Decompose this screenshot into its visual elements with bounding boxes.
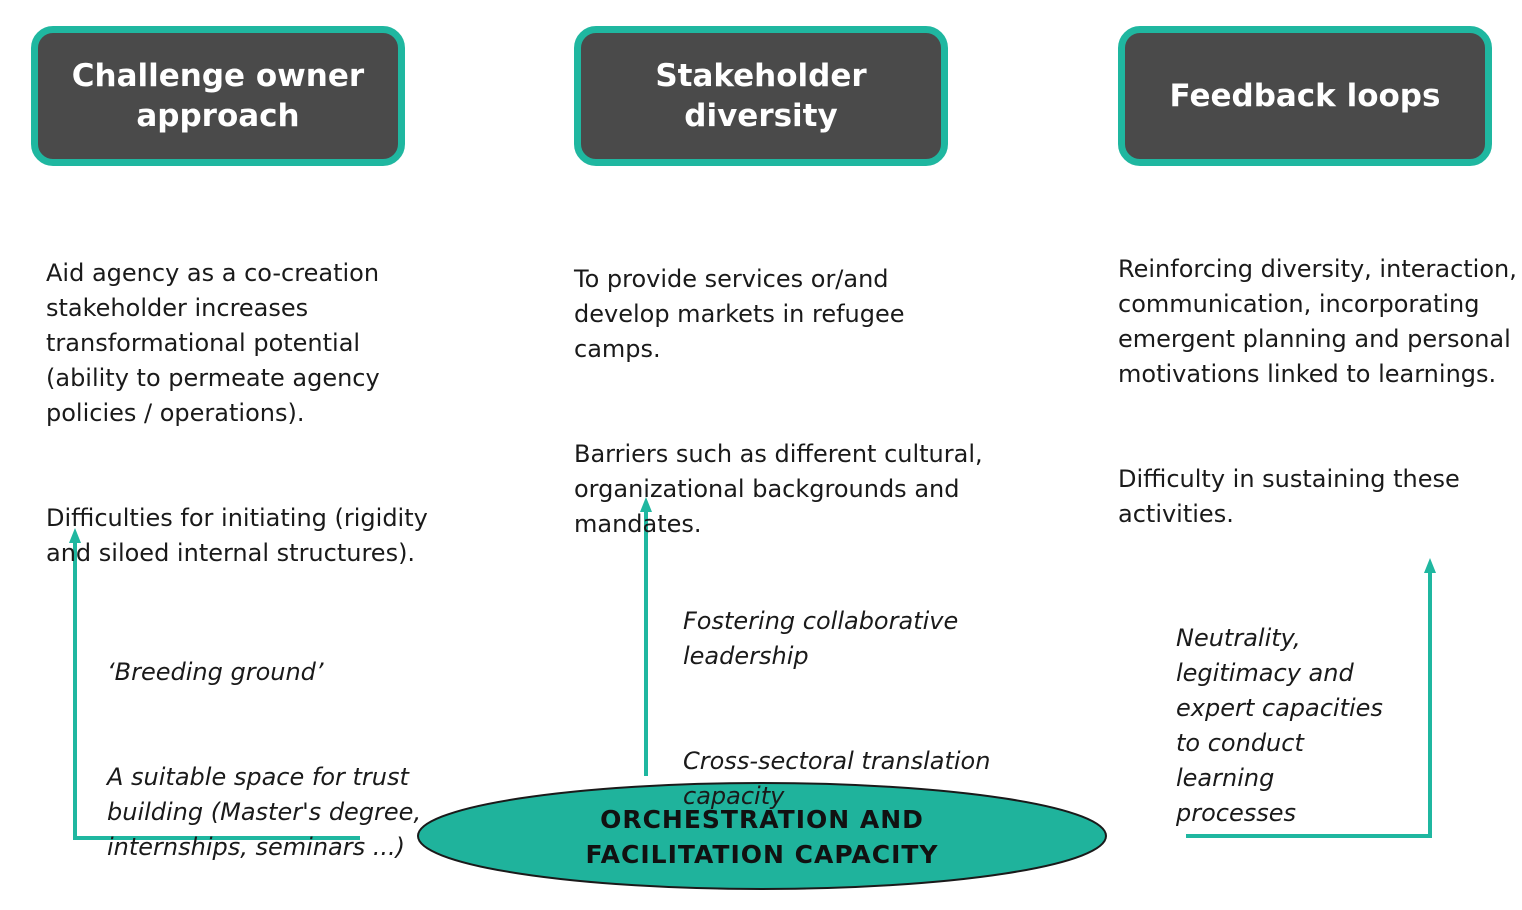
challenge-owner-enabler-2: A suitable space for trust building (Mas…	[107, 763, 422, 861]
stakeholder-diversity-enabler-2: Cross-sectoral translation capacity	[683, 747, 991, 810]
stakeholder-diversity-enablers: Fostering collaborative leadership Cross…	[683, 569, 1023, 849]
challenge-owner-desc-1: Aid agency as a co-creation stakeholder …	[46, 259, 380, 427]
challenge-owner-enabler-1: ‘Breeding ground’	[107, 658, 324, 686]
feedback-loops-title: Feedback loops	[1169, 78, 1441, 114]
feedback-loops-enabler-1: Neutrality, legitimacy and expert capaci…	[1176, 624, 1383, 827]
stakeholder-diversity-desc-1: To provide services or/and develop marke…	[574, 265, 905, 363]
challenge-owner-title: Challenge owner approach	[71, 58, 365, 134]
feedback-loops-desc-2: Difficulty in sustaining these activitie…	[1118, 465, 1460, 528]
left-arrow-head	[69, 528, 81, 543]
feedback-loops-desc-1: Reinforcing diversity, interaction, comm…	[1118, 255, 1517, 388]
challenge-owner-desc-2: Difficulties for initiating (rigidity an…	[46, 504, 428, 567]
orchestration-label: ORCHESTRATION AND FACILITATION CAPACITY	[585, 805, 939, 869]
challenge-owner-description: Aid agency as a co-creation stakeholder …	[46, 221, 446, 606]
left-arrow	[73, 535, 360, 840]
stakeholder-diversity-desc-2: Barriers such as different cultural, org…	[574, 440, 983, 538]
orchestration-ellipse	[417, 782, 1107, 890]
challenge-owner-header: Challenge owner approach	[31, 26, 405, 166]
feedback-loops-enablers: Neutrality, legitimacy and expert capaci…	[1176, 586, 1396, 866]
stakeholder-diversity-header: Stakeholder diversity	[574, 26, 948, 166]
feedback-loops-description: Reinforcing diversity, interaction, comm…	[1118, 217, 1518, 567]
stakeholder-diversity-enabler-1: Fostering collaborative leadership	[683, 607, 959, 670]
middle-arrow-head	[640, 497, 652, 512]
stakeholder-diversity-description: To provide services or/and develop marke…	[574, 227, 1004, 577]
stakeholder-diversity-title: Stakeholder diversity	[655, 58, 867, 134]
challenge-owner-enablers: ‘Breeding ground’ A suitable space for t…	[107, 620, 447, 900]
right-arrow-head	[1424, 558, 1436, 573]
feedback-loops-header: Feedback loops	[1118, 26, 1492, 166]
right-arrow	[1186, 566, 1432, 838]
